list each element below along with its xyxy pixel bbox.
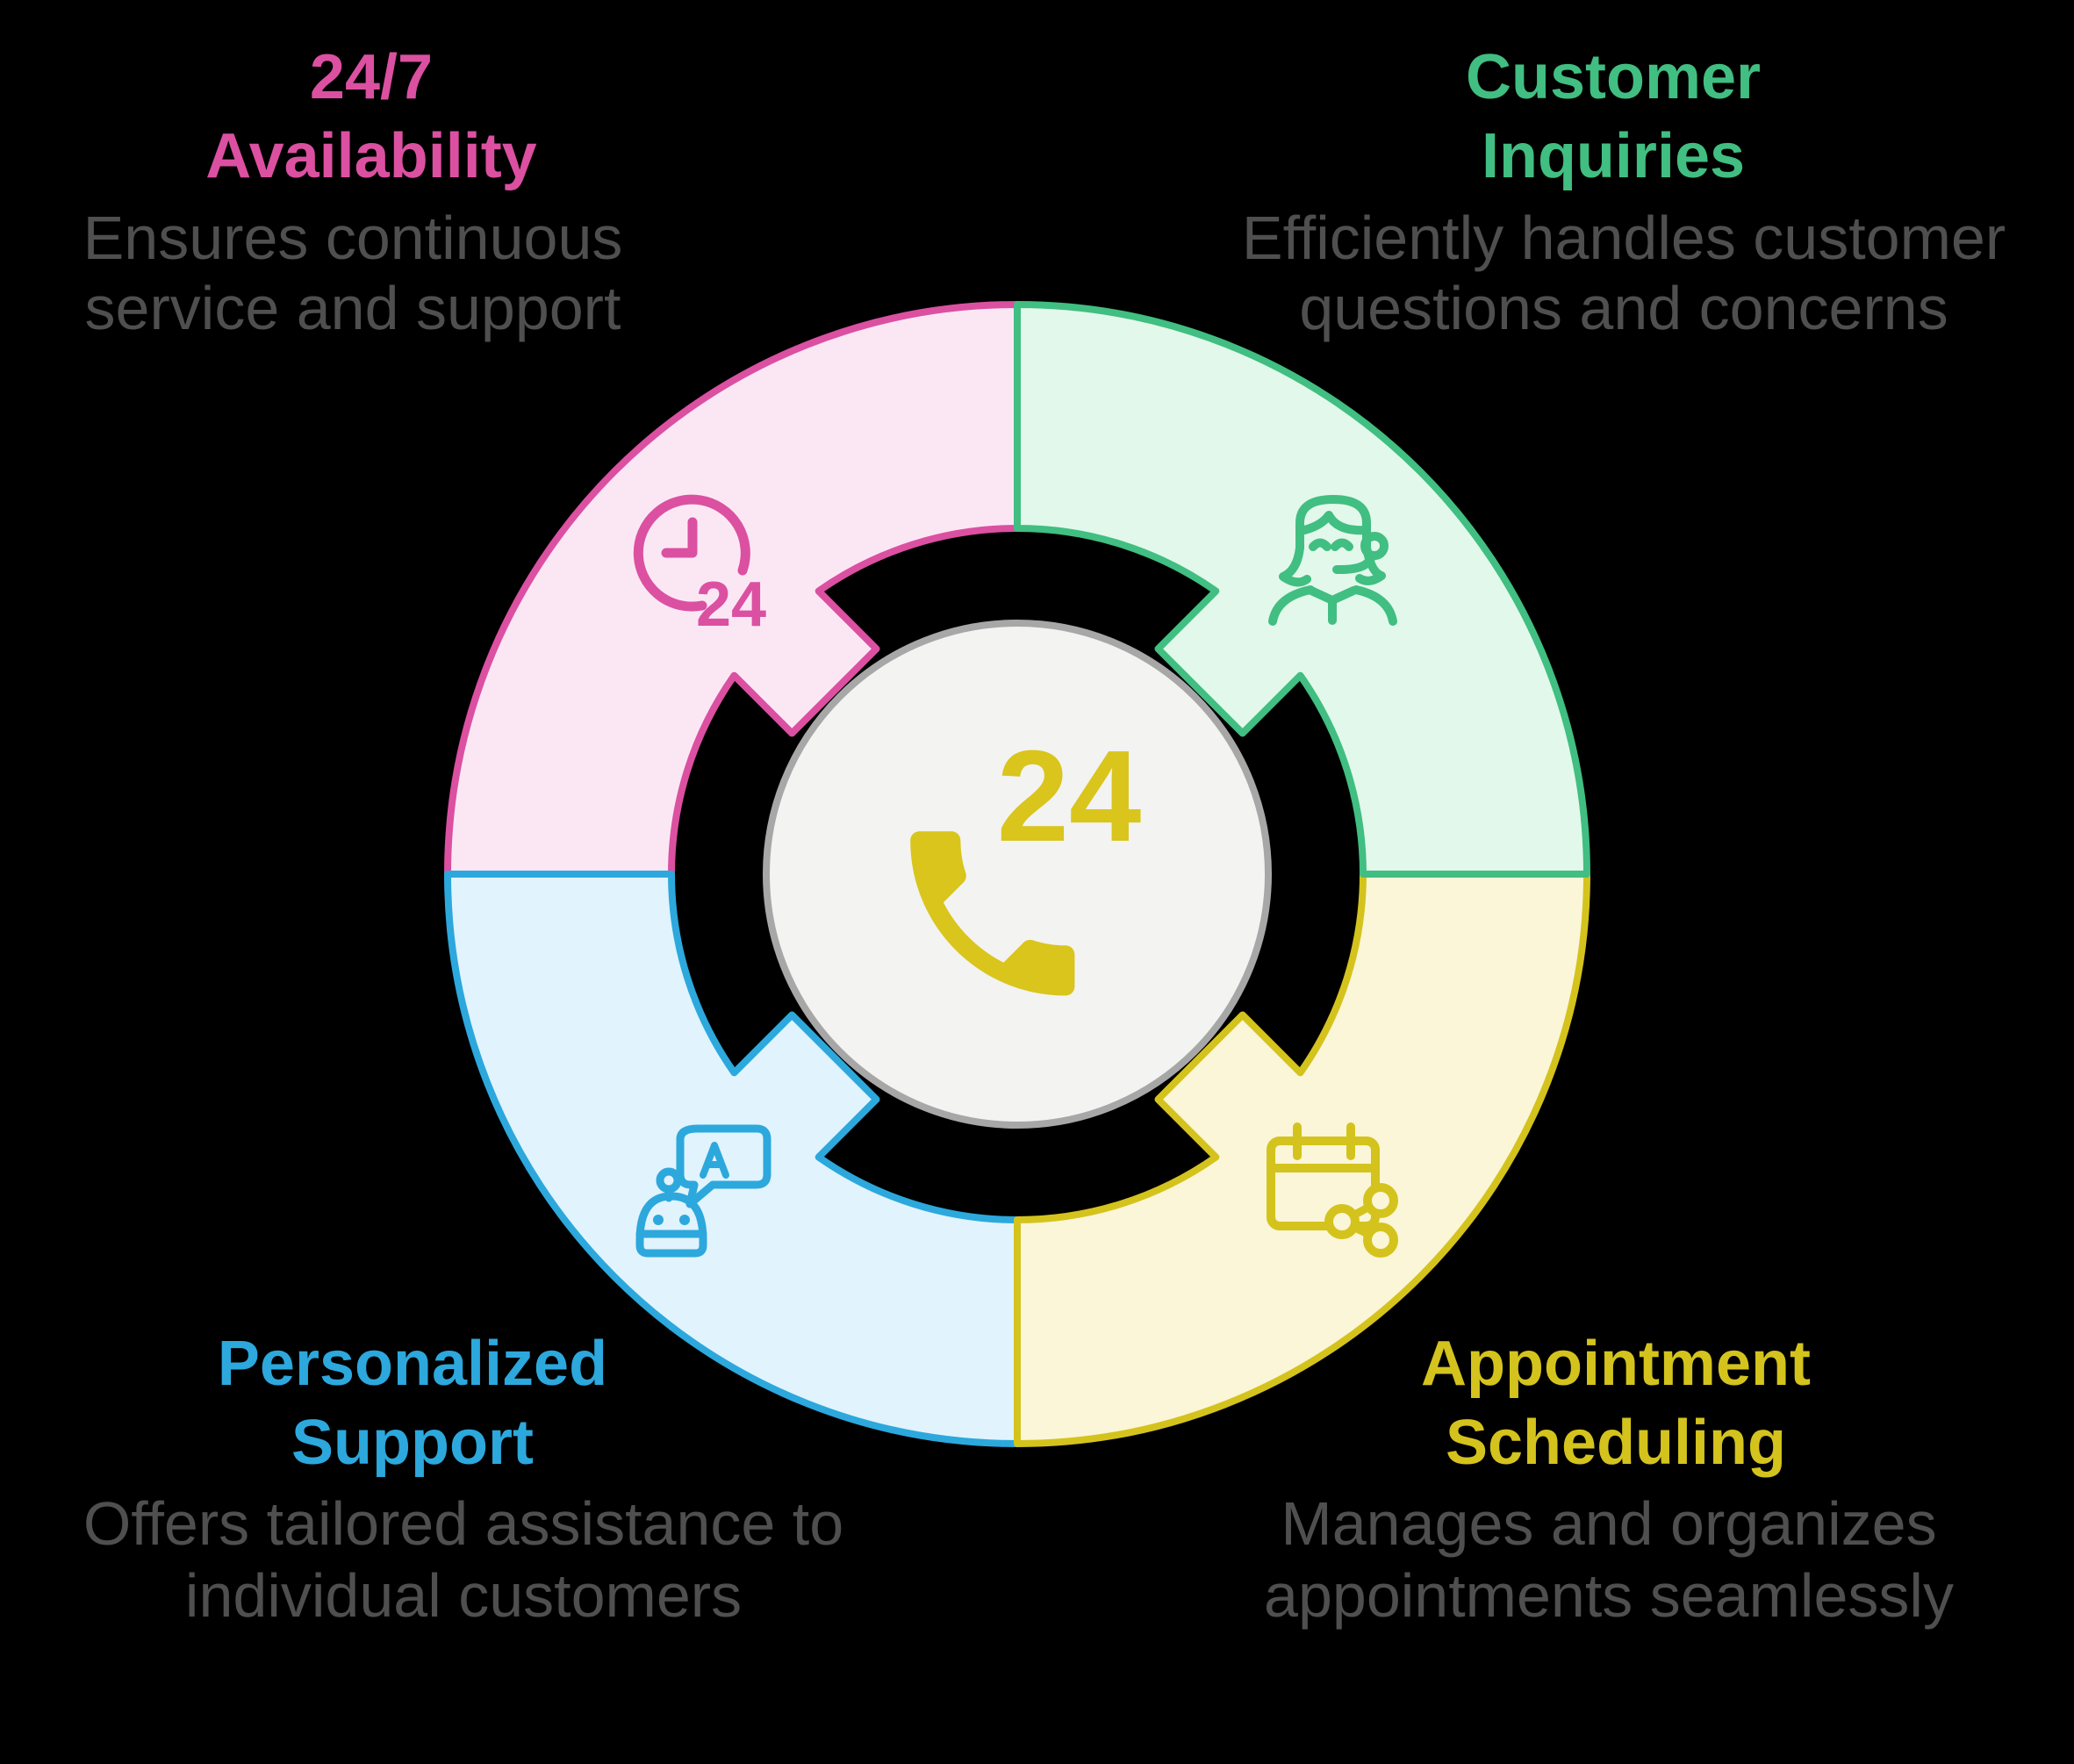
agent-hair-right (1355, 543, 1386, 585)
availability-title-line2: Availability (205, 121, 536, 191)
personalized-desc-line1: Offers tailored assistance to (83, 1489, 843, 1558)
clock-face (633, 494, 750, 612)
availability-desc-line2: service and support (85, 274, 621, 342)
center-circle (763, 620, 1272, 1129)
segment-availability: 24 24/7 Availability Ensures continuous … (83, 42, 1021, 878)
calendar-body (1267, 1137, 1380, 1230)
inquiries-title-line1: Customer (1466, 42, 1761, 112)
personalized-title-line2: Support (291, 1408, 534, 1478)
inquiries-title-line2: Inquiries (1482, 121, 1745, 191)
segment-availability-shape (444, 301, 1021, 878)
availability-title-line1: 24/7 (310, 42, 433, 112)
availability-desc-line1: Ensures continuous (83, 204, 623, 272)
inquiries-desc-line2: questions and concerns (1299, 274, 1948, 342)
robot-eye-right (679, 1215, 690, 1225)
center-24-label: 24 (997, 724, 1142, 869)
chatbot-icon (635, 1124, 771, 1258)
agent-eyes (1309, 538, 1353, 551)
agent-fringe (1296, 511, 1370, 535)
speech-bubble (676, 1124, 771, 1208)
clock-24-icon (633, 494, 750, 612)
clock-hands (661, 517, 698, 558)
agent-head (1295, 495, 1371, 552)
support-agent-icon (1268, 495, 1397, 626)
share-node-top (1363, 1183, 1398, 1218)
scheduling-title-line1: Appointment (1421, 1329, 1811, 1399)
segment-appointment-scheduling-shape (1014, 871, 1590, 1447)
segment-personalized-support-shape (444, 871, 1021, 1447)
robot-head (635, 1192, 707, 1258)
calendar-share-icon (1267, 1122, 1398, 1258)
center-badge: 24 (763, 620, 1272, 1129)
robot-eye-left (653, 1215, 664, 1225)
personalized-desc-line2: individual customers (185, 1561, 742, 1630)
calendar-posts (1293, 1122, 1355, 1160)
personalized-title-line1: Personalized (218, 1329, 607, 1399)
scheduling-desc-line2: appointments seamlessly (1264, 1561, 1954, 1630)
agent-hair-left (1279, 543, 1311, 587)
clock-24-label: 24 (696, 570, 766, 640)
agent-collar (1307, 586, 1358, 625)
share-node-bottom (1363, 1223, 1398, 1258)
segment-personalized-support: Personalized Support Offers tailored ass… (83, 871, 1021, 1630)
segment-customer-inquiries: Customer Inquiries Efficiently handles c… (1014, 42, 2006, 878)
segment-appointment-scheduling: Appointment Scheduling Manages and organ… (1014, 871, 1954, 1630)
bubble-letter-a (700, 1142, 729, 1179)
scheduling-title-line2: Scheduling (1446, 1408, 1786, 1478)
inquiries-desc-line1: Efficiently handles customer (1242, 204, 2006, 272)
phone-icon (910, 831, 1075, 996)
scheduling-desc-line1: Manages and organizes (1281, 1489, 1936, 1558)
share-node-left (1324, 1204, 1360, 1239)
agent-shoulders (1268, 585, 1397, 626)
